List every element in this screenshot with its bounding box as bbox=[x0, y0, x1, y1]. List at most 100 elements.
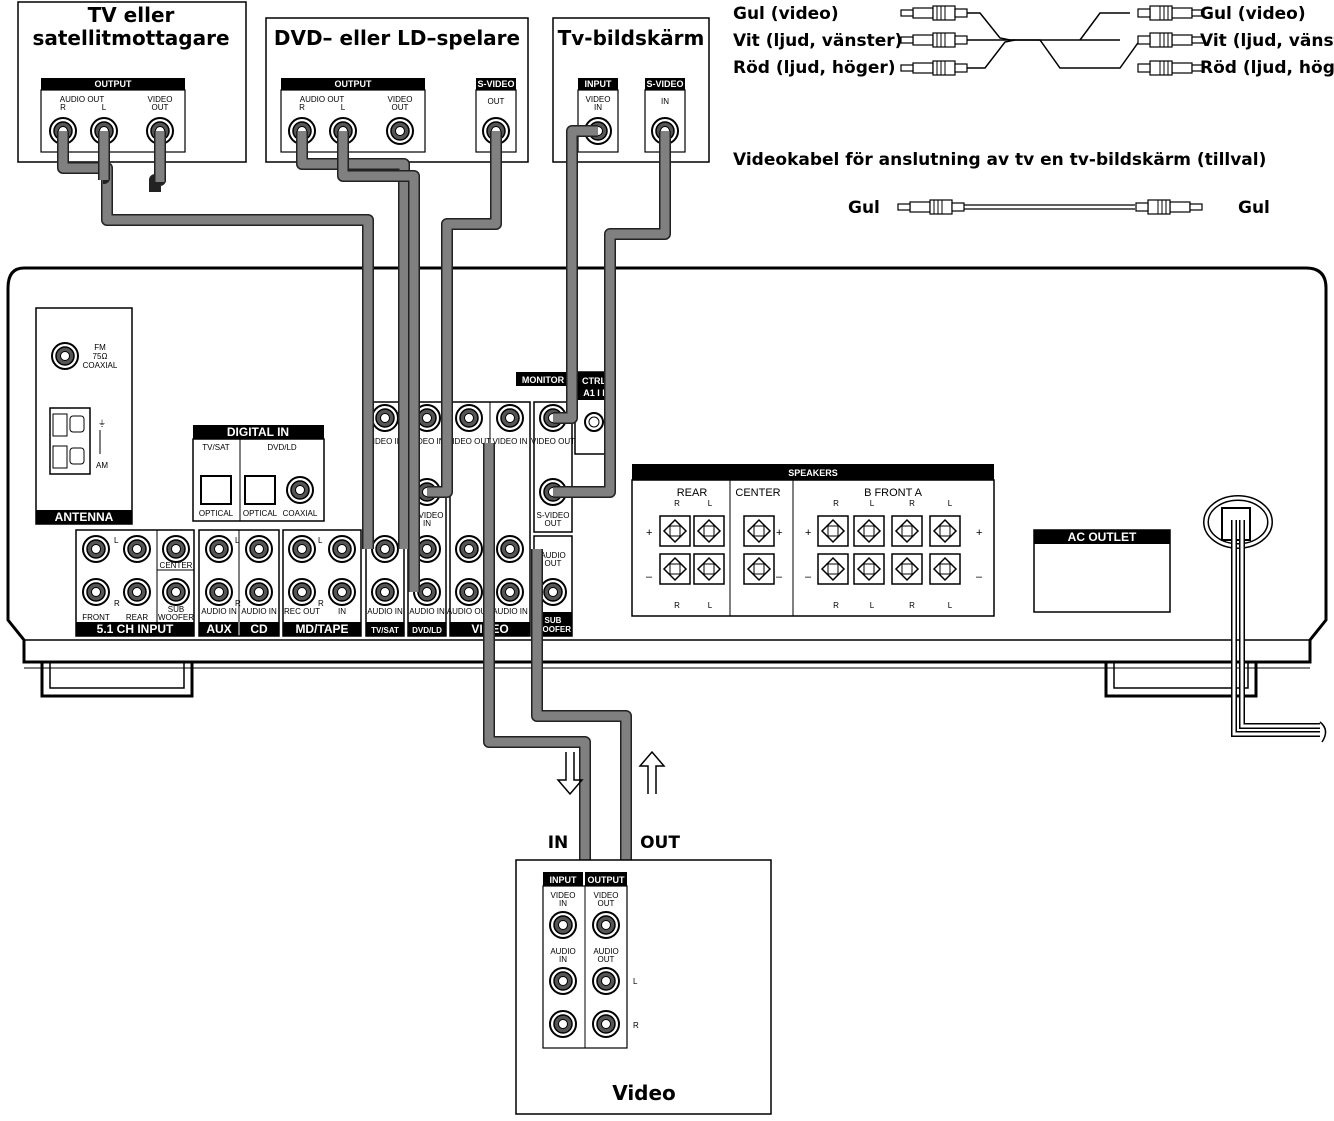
legend-right-red: Röd (ljud, höger) bbox=[1200, 58, 1334, 78]
svg-text:OUT: OUT bbox=[598, 955, 615, 964]
speaker-terminal-hole bbox=[863, 563, 875, 575]
svg-text:R: R bbox=[114, 599, 120, 608]
svg-text:IN: IN bbox=[559, 955, 567, 964]
svg-text:AUDIO IN: AUDIO IN bbox=[492, 607, 528, 616]
speaker-terminal-hole bbox=[901, 525, 913, 537]
speaker-terminal-hole bbox=[827, 563, 839, 575]
legend: Gul (video) Vit (ljud, vänster) Röd (lju… bbox=[733, 4, 1334, 218]
tvsat-video-in-jack[interactable] bbox=[371, 404, 399, 432]
svg-text:R: R bbox=[633, 1021, 639, 1030]
svg-text:CENTER: CENTER bbox=[160, 561, 193, 570]
svg-text:+: + bbox=[646, 527, 652, 539]
svg-text:–: – bbox=[646, 571, 653, 583]
fm-antenna-jack[interactable] bbox=[51, 342, 79, 370]
speaker-terminal-hole bbox=[901, 563, 913, 575]
svg-text:L: L bbox=[235, 536, 240, 545]
svg-text:S-VIDEO: S-VIDEO bbox=[537, 511, 570, 520]
svg-text:SPEAKERS: SPEAKERS bbox=[788, 468, 838, 478]
svg-text:–: – bbox=[976, 571, 983, 583]
svg-text:VIDEO IN: VIDEO IN bbox=[492, 437, 527, 446]
svg-text:AUDIO OUT: AUDIO OUT bbox=[300, 95, 345, 104]
legend-right-white: Vit (ljud, vänster) bbox=[1200, 31, 1334, 51]
svg-text:REC OUT: REC OUT bbox=[284, 607, 320, 616]
svg-text:VIDEO: VIDEO bbox=[594, 891, 619, 900]
svg-text:R: R bbox=[674, 601, 680, 610]
svg-text:R: R bbox=[909, 601, 915, 610]
speaker-terminals[interactable] bbox=[659, 515, 961, 585]
svg-text:AUDIO IN: AUDIO IN bbox=[241, 607, 277, 616]
antenna-label: ANTENNA bbox=[55, 510, 114, 524]
svg-text:INPUT: INPUT bbox=[585, 79, 613, 89]
video-video-in-jack[interactable] bbox=[496, 404, 524, 432]
tv-monitor-device: Tv-bildskärm INPUT VIDEO IN S-VIDEO IN bbox=[552, 17, 710, 163]
svg-text:–: – bbox=[776, 571, 783, 583]
svg-text:AUDIO IN: AUDIO IN bbox=[201, 607, 237, 616]
svg-text:WOOFER: WOOFER bbox=[535, 625, 571, 634]
svg-text:OPTICAL: OPTICAL bbox=[243, 509, 278, 518]
svg-text:OUTPUT: OUTPUT bbox=[588, 875, 626, 885]
power-cord bbox=[1203, 495, 1327, 743]
svg-text:R: R bbox=[318, 599, 324, 608]
svg-text:WOOFER: WOOFER bbox=[158, 613, 194, 622]
video-title: Video bbox=[612, 1081, 676, 1105]
optical-tvsat-port[interactable] bbox=[200, 475, 232, 505]
subwoofer-audio-out-jack[interactable] bbox=[539, 578, 567, 606]
svg-text:R: R bbox=[235, 599, 241, 608]
svg-text:–: – bbox=[805, 571, 812, 583]
svg-text:L: L bbox=[341, 103, 346, 112]
svg-text:VIDEO OUT: VIDEO OUT bbox=[531, 437, 575, 446]
svg-text:VIDEO: VIDEO bbox=[388, 95, 413, 104]
svg-text:S-VIDEO: S-VIDEO bbox=[477, 79, 514, 89]
video-cable-title: Videokabel för anslutning av tv en tv-bi… bbox=[733, 150, 1266, 170]
svg-text:L: L bbox=[114, 536, 119, 545]
svg-text:DIGITAL IN: DIGITAL IN bbox=[227, 425, 289, 439]
video-deck-video-out-jack[interactable] bbox=[592, 911, 620, 939]
video-deck-video-in-jack[interactable] bbox=[549, 911, 577, 939]
svg-text:MD/TAPE: MD/TAPE bbox=[295, 622, 348, 636]
video-cable bbox=[897, 199, 1203, 215]
arrow-out-label: OUT bbox=[640, 833, 680, 853]
svg-text:AUDIO IN: AUDIO IN bbox=[409, 607, 445, 616]
svg-text:AC OUTLET: AC OUTLET bbox=[1068, 530, 1137, 544]
tv-sat-title-1: TV eller bbox=[88, 3, 175, 27]
video-deck-audio-in-l-jack[interactable] bbox=[549, 967, 577, 995]
svg-text:OUT: OUT bbox=[488, 97, 505, 106]
audio-video-cable bbox=[900, 5, 1205, 76]
tv-sat-output-label: OUTPUT bbox=[95, 79, 133, 89]
svg-text:OUT: OUT bbox=[545, 559, 562, 568]
svg-text:IN: IN bbox=[423, 519, 431, 528]
video-deck-audio-in-r-jack[interactable] bbox=[549, 1010, 577, 1038]
svg-text:S-VIDEO: S-VIDEO bbox=[411, 511, 444, 520]
dvd-title: DVD– eller LD–spelare bbox=[274, 26, 520, 50]
svg-text:+: + bbox=[776, 527, 782, 539]
coaxial-dvdld-jack[interactable] bbox=[286, 476, 314, 504]
speaker-terminal-hole bbox=[939, 563, 951, 575]
arrow-in-label: IN bbox=[548, 833, 569, 853]
digital-in-section: DIGITAL IN TV/SAT DVD/LD OPTICAL OPTICAL… bbox=[192, 425, 325, 522]
svg-text:REAR: REAR bbox=[677, 487, 708, 499]
video-deck-audio-out-r-jack[interactable] bbox=[592, 1010, 620, 1038]
dvd-video-out-jack[interactable] bbox=[386, 117, 414, 145]
svg-text:⏚: ⏚ bbox=[98, 419, 106, 428]
svg-text:OPTICAL: OPTICAL bbox=[199, 509, 234, 518]
video-device: INPUT OUTPUT VIDEO IN VIDEO OUT AUDIO IN… bbox=[515, 859, 772, 1115]
svg-text:S-VIDEO: S-VIDEO bbox=[646, 79, 683, 89]
svg-text:VIDEO: VIDEO bbox=[551, 891, 576, 900]
svg-text:L: L bbox=[708, 499, 713, 508]
svg-text:IN: IN bbox=[559, 899, 567, 908]
cables bbox=[57, 125, 671, 990]
optical-dvdld-port[interactable] bbox=[244, 475, 276, 505]
speaker-terminal-hole bbox=[753, 525, 765, 537]
video-deck-audio-out-l-jack[interactable] bbox=[592, 967, 620, 995]
svg-text:R: R bbox=[60, 103, 66, 112]
svg-text:VIDEO IN: VIDEO IN bbox=[367, 437, 402, 446]
svg-text:R: R bbox=[833, 499, 839, 508]
svg-text:AUDIO: AUDIO bbox=[593, 947, 618, 956]
tv-sat-title-2: satellitmottagare bbox=[32, 26, 229, 50]
svg-text:L: L bbox=[708, 601, 713, 610]
video-video-out-jack[interactable] bbox=[455, 404, 483, 432]
svg-text:OUT: OUT bbox=[545, 519, 562, 528]
svg-text:INPUT: INPUT bbox=[550, 875, 578, 885]
svg-text:COAXIAL: COAXIAL bbox=[283, 509, 318, 518]
svg-text:IN: IN bbox=[661, 97, 669, 106]
